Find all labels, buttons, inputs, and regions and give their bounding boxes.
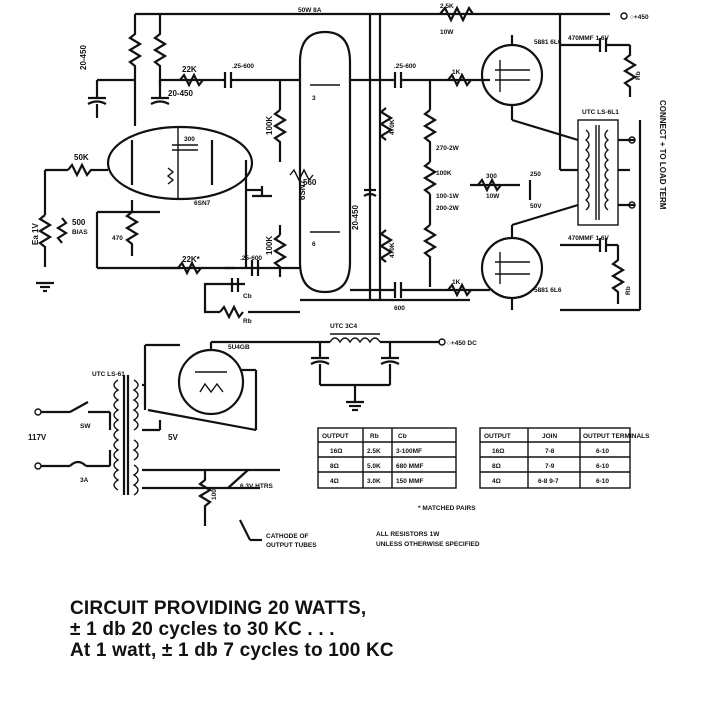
input-label: Ea 1V <box>31 223 40 245</box>
svg-text:.25-600: .25-600 <box>394 63 416 70</box>
tl-r2c2: 150 MMF <box>396 478 423 485</box>
svg-text:100: 100 <box>211 489 218 500</box>
switch-label: SW <box>80 423 91 430</box>
svg-text:Rb: Rb <box>243 318 252 325</box>
driver-stage: 3 6 6SN7 560 100K 100K .25-600 Cb Rb 20-… <box>203 14 470 325</box>
tl-h2: Cb <box>398 433 407 440</box>
tl-r1c1: 5.0K <box>367 463 381 470</box>
b-plus-top-label: 50W 8A <box>298 7 322 14</box>
svg-text:300: 300 <box>184 136 195 143</box>
power-tube-top-label: 5881 6L6 <box>534 39 562 46</box>
svg-text:20-450: 20-450 <box>168 89 193 98</box>
tr-r1c2: 6-10 <box>596 463 609 470</box>
svg-text:300: 300 <box>486 173 497 180</box>
tl-r0c1: 2.5K <box>367 448 381 455</box>
tr-r0c0: 16Ω <box>492 448 504 455</box>
output-transformer-label: UTC LS-6L1 <box>582 109 619 116</box>
svg-text:.25-600: .25-600 <box>232 63 254 70</box>
svg-text:470K: 470K <box>389 242 396 258</box>
tl-h0: OUTPUT <box>322 433 349 440</box>
svg-text:Cb: Cb <box>243 293 252 300</box>
r500-label: 500 <box>72 218 86 227</box>
b-plus-dc-label: ○+450 DC <box>447 340 477 347</box>
svg-text:470: 470 <box>112 235 123 242</box>
cathode-of-label: CATHODE OF <box>266 533 309 540</box>
svg-text:3: 3 <box>312 95 316 102</box>
tr-h0: OUTPUT <box>484 433 511 440</box>
tl-r1c2: 680 MMF <box>396 463 423 470</box>
svg-text:1K: 1K <box>452 279 461 286</box>
svg-text:1K: 1K <box>452 69 461 76</box>
top-right-resistor-label: 2.5K <box>440 3 454 10</box>
table-left: OUTPUT Rb Cb 16Ω 2.5K 3-100MF 8Ω 5.0K 68… <box>317 427 457 489</box>
five-v-label: 5V <box>168 433 178 442</box>
tr-r0c2: 6-10 <box>596 448 609 455</box>
svg-text:BIAS: BIAS <box>72 229 88 236</box>
cap-top-right-label: 470MMF 1.6V <box>568 35 609 42</box>
tl-r0c0: 16Ω <box>330 448 342 455</box>
svg-text:560: 560 <box>303 178 317 187</box>
svg-text:20-450: 20-450 <box>351 205 360 230</box>
power-tube-bottom-label: 5881 6L6 <box>534 287 562 294</box>
svg-text:250: 250 <box>530 171 541 178</box>
tl-r2c1: 3.0K <box>367 478 381 485</box>
input-tube-label: 6SN7 <box>194 200 211 207</box>
svg-text:6: 6 <box>312 241 316 248</box>
tr-r0c1: 7-8 <box>545 448 555 455</box>
tl-r0c2: 3-100MF <box>396 448 422 455</box>
svg-text:600: 600 <box>394 305 405 312</box>
tr-r1c0: 8Ω <box>492 463 501 470</box>
svg-text:100K: 100K <box>265 116 274 135</box>
input-stage: 20-450 20-450 22K .25-600 6SN7 300 50K <box>31 14 300 293</box>
output-tubes-label: OUTPUT TUBES <box>266 542 317 549</box>
tr-r1c1: 7-9 <box>545 463 555 470</box>
top-right-resistor-sublabel: 10W <box>440 29 454 36</box>
connect-load-label: CONNECT + TO LOAD TERM <box>658 100 667 210</box>
svg-text:200-2W: 200-2W <box>436 205 460 212</box>
svg-text:Rb: Rb <box>635 71 642 80</box>
svg-text:100K: 100K <box>436 170 452 177</box>
power-supply: 5U4GB UTC 3C4 ○+450 DC UT <box>28 323 477 549</box>
fuse-label: 3A <box>80 477 89 484</box>
unless-note: UNLESS OTHERWISE SPECIFIED <box>376 541 480 548</box>
power-transformer-label: UTC LS-61 <box>92 371 125 378</box>
caption-line-2: ± 1 db 20 cycles to 30 KC . . . <box>70 619 335 640</box>
svg-text:22K*: 22K* <box>182 255 201 264</box>
table-right: OUTPUT JOIN OUTPUT TERMINALS 16Ω 7-8 6-1… <box>479 427 650 489</box>
svg-text:10W: 10W <box>486 193 500 200</box>
tr-h2: OUTPUT TERMINALS <box>583 433 650 440</box>
tr-r2c2: 6-10 <box>596 478 609 485</box>
all-resistors-note: ALL RESISTORS 1W <box>376 531 440 538</box>
cap-bottom-right-label: 470MMF 1.6V <box>568 235 609 242</box>
caption-line-1: CIRCUIT PROVIDING 20 WATTS, <box>70 598 367 619</box>
svg-text:.25-600: .25-600 <box>240 255 262 262</box>
tr-h1: JOIN <box>542 433 557 440</box>
rectifier-label: 5U4GB <box>228 344 250 351</box>
svg-text:470K: 470K <box>389 119 396 135</box>
svg-text:270-2W: 270-2W <box>436 145 460 152</box>
matched-pairs-note: * MATCHED PAIRS <box>418 505 476 512</box>
mains-voltage-label: 117V <box>28 433 47 442</box>
svg-text:Rb: Rb <box>625 286 632 295</box>
tl-r2c0: 4Ω <box>330 478 339 485</box>
svg-text:100-1W: 100-1W <box>436 193 460 200</box>
svg-text:20-450: 20-450 <box>79 45 88 70</box>
tl-h1: Rb <box>370 433 379 440</box>
tr-r2c1: 6-8 9-7 <box>538 478 559 485</box>
svg-text:50V: 50V <box>530 203 542 210</box>
caption: CIRCUIT PROVIDING 20 WATTS, ± 1 db 20 cy… <box>70 598 630 661</box>
tr-r2c0: 4Ω <box>492 478 501 485</box>
driver-tube-label: 6SN7 <box>298 179 307 200</box>
heater-label: 6.3V HTRS <box>240 483 274 490</box>
b-plus-rail: 2.5K 10W 50W 8A ○+450 <box>135 3 649 36</box>
svg-text:22K: 22K <box>182 65 197 74</box>
caption-line-3: At 1 watt, ± 1 db 7 cycles to 100 KC <box>70 640 394 661</box>
r50k-label: 50K <box>74 153 89 162</box>
b-plus-out-label: ○+450 <box>630 14 649 21</box>
svg-text:100K: 100K <box>265 236 274 255</box>
output-stage: .25-600 1K 600 1K 100K 100-1W 200-2W 270… <box>350 14 667 312</box>
choke-label: UTC 3C4 <box>330 323 357 330</box>
tl-r1c0: 8Ω <box>330 463 339 470</box>
